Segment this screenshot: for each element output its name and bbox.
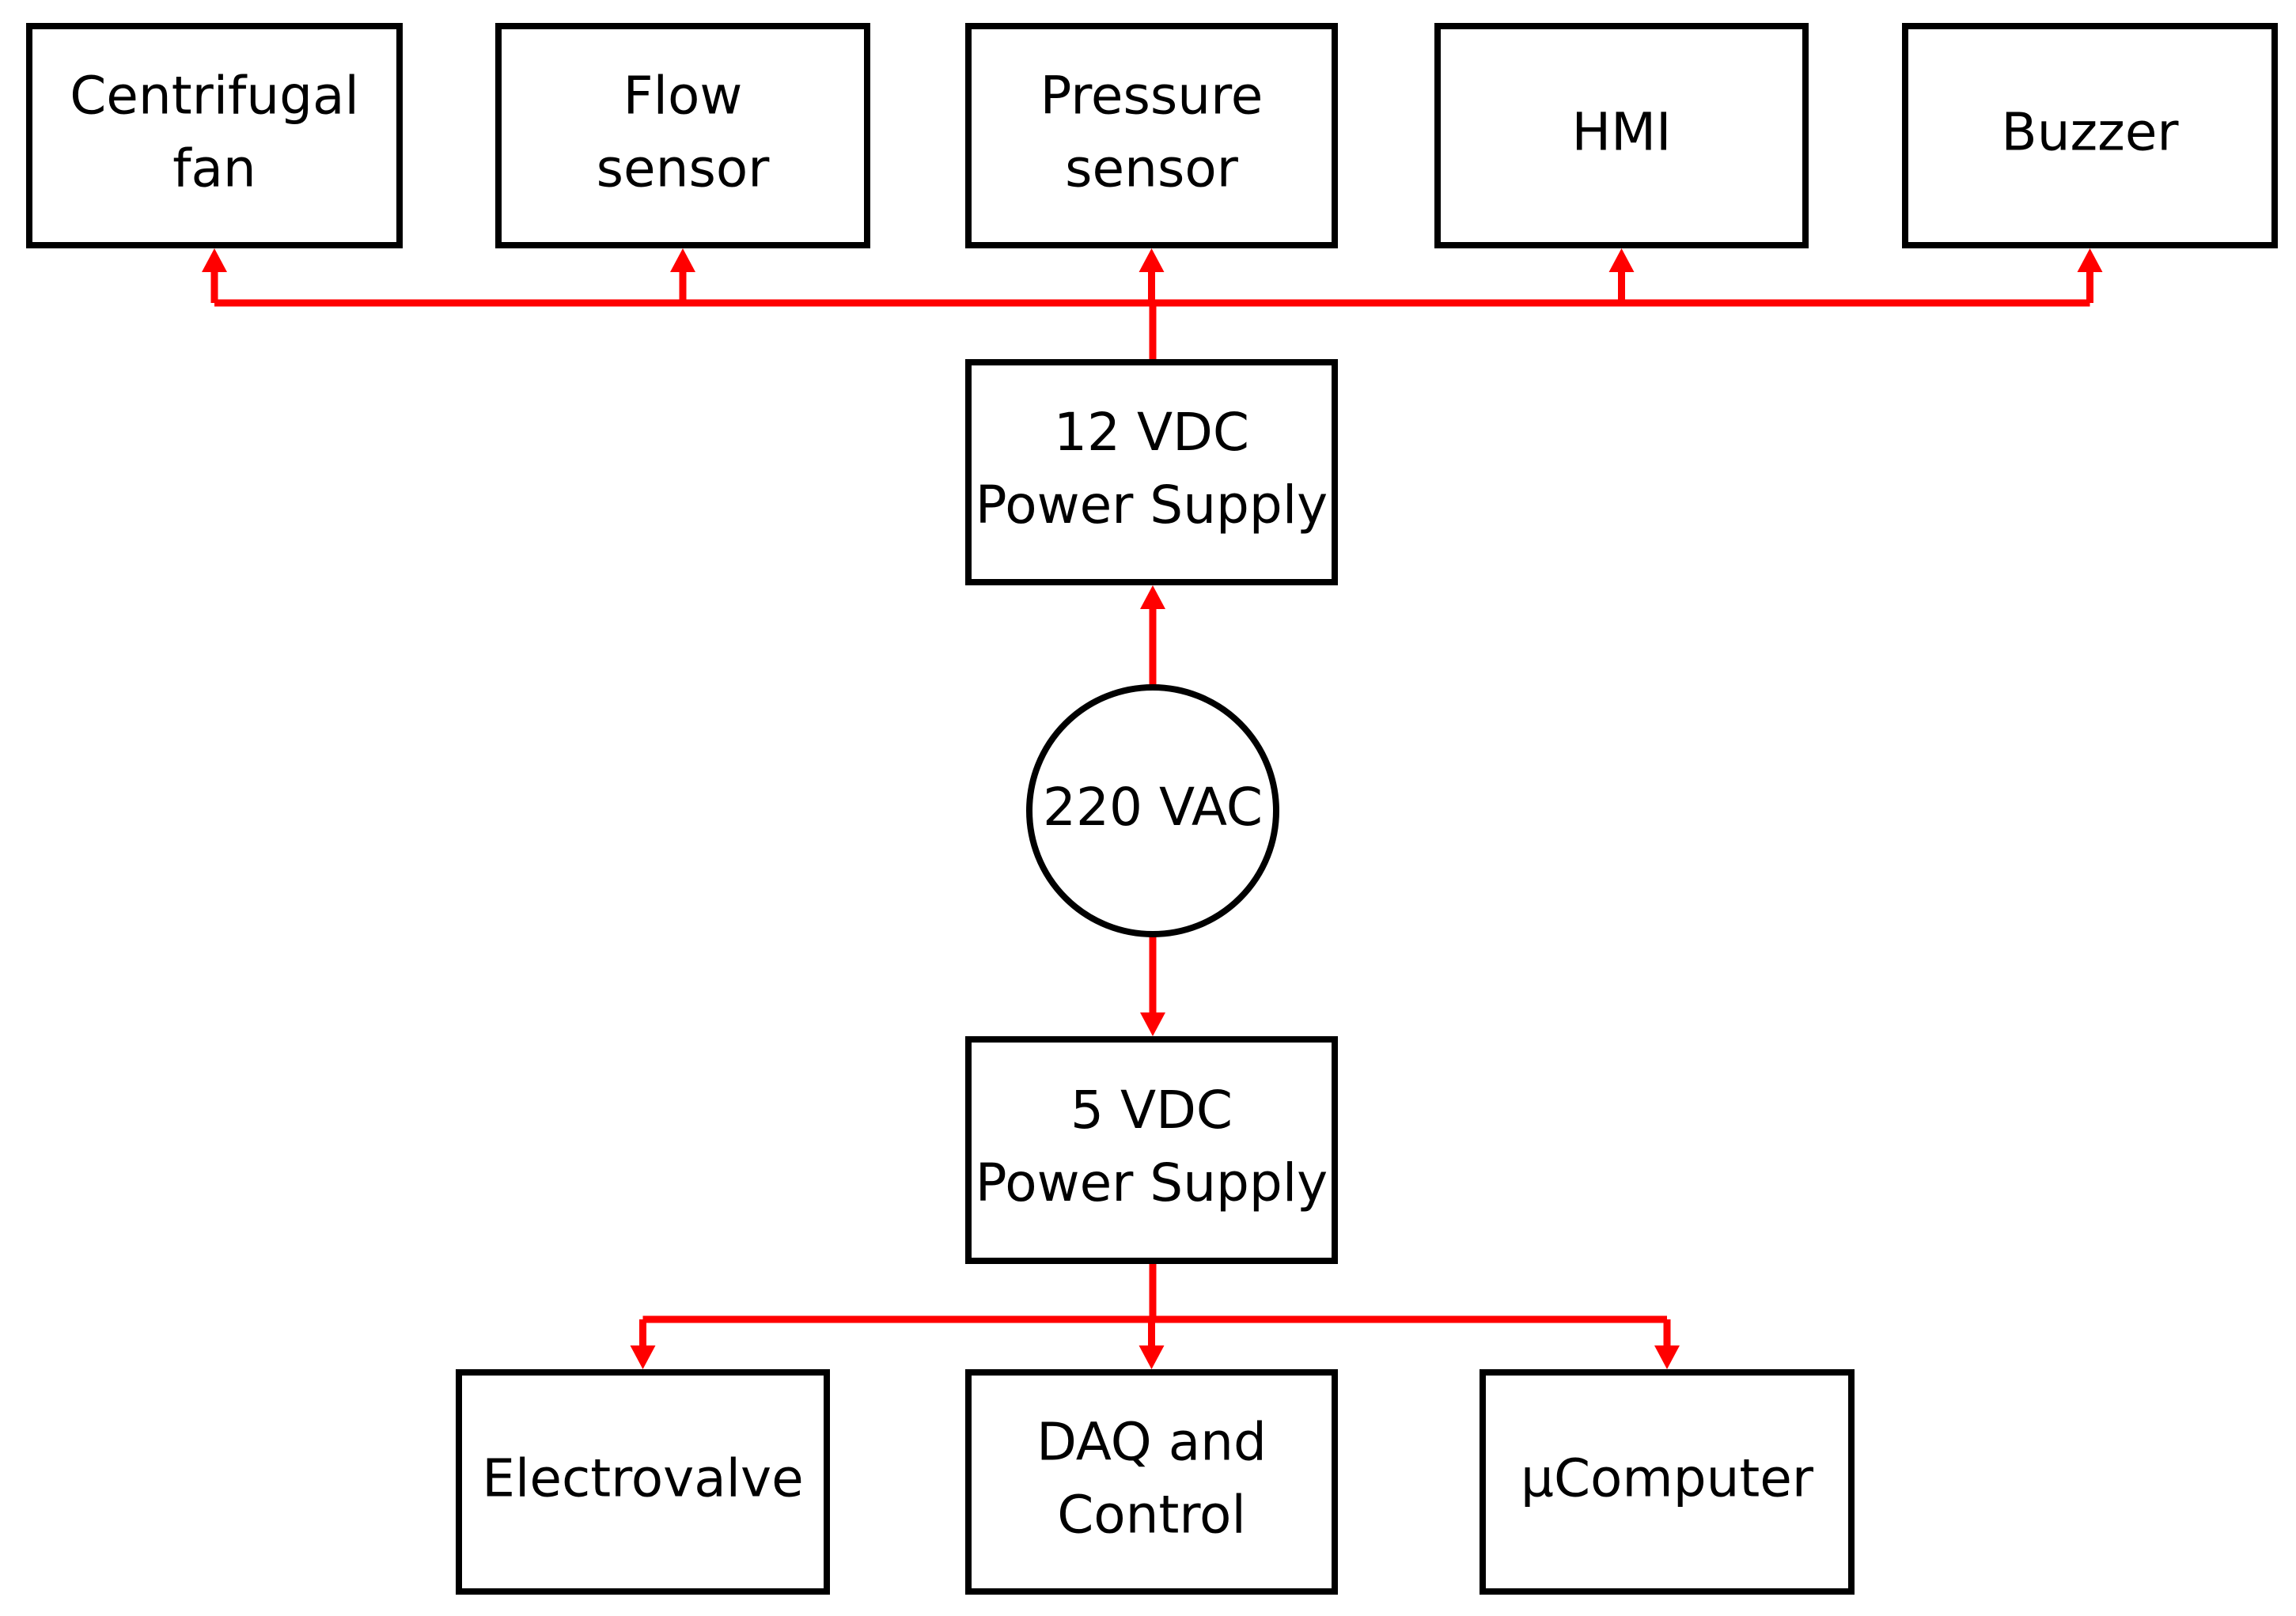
box-12vdc-power-supply-frame: [965, 359, 1338, 585]
box-centrifugal-fan-label: Centrifugal: [70, 66, 359, 127]
arrow-to-electrovalve: [630, 1345, 656, 1369]
ac-source-label: 220 VAC: [1043, 777, 1263, 838]
box-buzzer-label: Buzzer: [2001, 102, 2179, 163]
box-ucomputer-frame: [1480, 1369, 1855, 1595]
arrow-to-buzzer: [2077, 248, 2103, 272]
box-centrifugal-fan-label: fan: [172, 138, 256, 199]
box-5vdc-power-supply-frame: [965, 1036, 1338, 1264]
box-hmi-frame: [1434, 23, 1809, 248]
diagram-nodes: Centrifugal fan Flow sensor Pressure sensor HM…: [26, 23, 2278, 1595]
box-flow-sensor-label: sensor: [597, 138, 771, 199]
power-wires: [202, 248, 2103, 1369]
box-electrovalve-frame: [456, 1369, 830, 1595]
arrow-to-ucomputer: [1654, 1345, 1680, 1369]
box-flow-sensor-frame: [495, 23, 870, 248]
arrow-to-5v-supply: [1140, 1012, 1165, 1036]
box-hmi-label: HMI: [1571, 102, 1671, 163]
box-pressure-sensor-label: sensor: [1065, 138, 1239, 199]
ac-source: 220 VAC: [1026, 684, 1279, 937]
box-12vdc-power-supply-label: 12 VDC: [1054, 402, 1249, 463]
box-electrovalve-label: Electrovalve: [482, 1448, 803, 1509]
box-pressure-sensor-frame: [965, 23, 1338, 248]
box-5vdc-power-supply-label: 5 VDC: [1070, 1080, 1233, 1141]
box-pressure-sensor-label: Pressure: [1040, 66, 1264, 127]
box-ucomputer: μComputer: [1480, 1369, 1855, 1595]
box-12vdc-power-supply-label: Power Supply: [976, 475, 1328, 536]
arrow-to-pressure-sensor: [1139, 248, 1165, 272]
box-centrifugal-fan: Centrifugal fan: [26, 23, 403, 248]
box-daq-control-frame: [965, 1369, 1338, 1595]
ac-source-circle: [1026, 684, 1279, 937]
box-ucomputer-label: μComputer: [1521, 1448, 1814, 1509]
box-5vdc-power-supply: 5 VDC Power Supply: [965, 1036, 1338, 1264]
arrow-to-daq-control: [1139, 1345, 1165, 1369]
arrow-to-flow-sensor: [670, 248, 695, 272]
box-flow-sensor-label: Flow: [623, 66, 743, 127]
box-electrovalve: Electrovalve: [456, 1369, 830, 1595]
box-flow-sensor: Flow sensor: [495, 23, 870, 248]
box-hmi: HMI: [1434, 23, 1809, 248]
box-centrifugal-fan-frame: [26, 23, 403, 248]
box-5vdc-power-supply-label: Power Supply: [976, 1152, 1328, 1213]
arrow-to-hmi: [1608, 248, 1635, 272]
box-buzzer: Buzzer: [1902, 23, 2278, 248]
arrow-to-12v-supply: [1140, 585, 1165, 609]
box-pressure-sensor: Pressure sensor: [965, 23, 1338, 248]
box-daq-control-label: DAQ and: [1036, 1412, 1267, 1473]
box-12vdc-power-supply: 12 VDC Power Supply: [965, 359, 1338, 585]
box-buzzer-frame: [1902, 23, 2278, 248]
box-daq-control-label: Control: [1057, 1485, 1246, 1546]
arrow-to-centrifugal-fan: [202, 248, 227, 272]
